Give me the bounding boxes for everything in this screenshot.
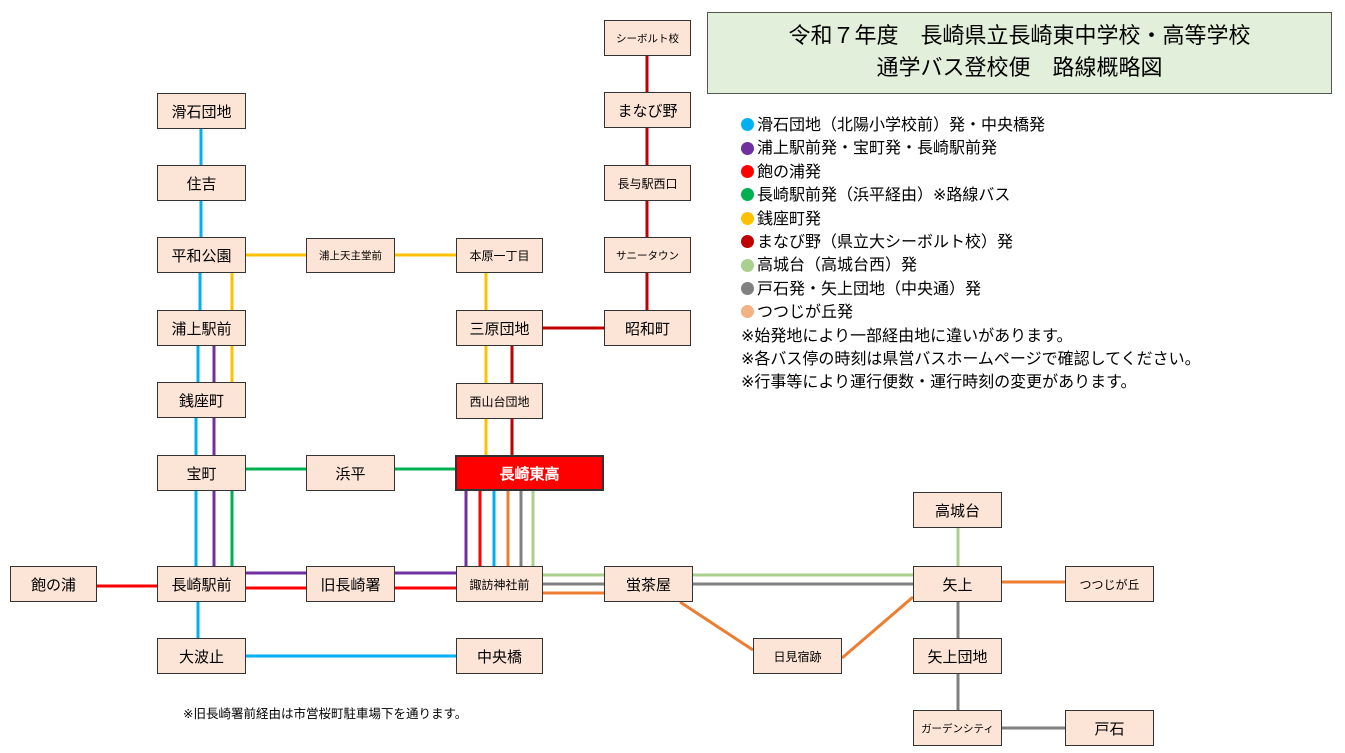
legend-item: 飽の浦発 [741, 160, 1201, 183]
legend-item: つつじが丘発 [741, 300, 1201, 323]
legend-dot-icon [741, 305, 754, 319]
footnote: ※旧長崎署前経由は市営桜町駐車場下を通ります。 [183, 706, 468, 721]
stop-siebold-ko: シーボルト校 [604, 20, 691, 56]
stop-suwa-jinja-mae: 諏訪神社前 [456, 566, 543, 602]
stop-toishi: 戸石 [1065, 710, 1154, 746]
note-line: ※各バス停の時刻は県営バスホームページで確認してください。 [741, 349, 1201, 369]
stop-kyu-nagasaki-sho: 旧長崎署 [306, 566, 395, 602]
legend-label: 浦上駅前発・宝町発・長崎駅前発 [757, 138, 998, 158]
stop-takaramachi: 宝町 [157, 455, 246, 491]
stop-zenzamachi: 銭座町 [157, 382, 246, 418]
legend-item: 滑石団地（北陽小学校前）発・中央橋発 [741, 113, 1201, 136]
legend-label: まなび野（県立大シーボルト校）発 [757, 232, 1014, 252]
stop-ohato: 大波止 [157, 638, 246, 674]
stop-tsutsujigaoka: つつじが丘 [1065, 566, 1154, 602]
legend-label: つつじが丘発 [757, 302, 854, 322]
legend-dot-icon [741, 165, 754, 179]
stop-sunny-town: サニータウン [604, 237, 691, 273]
legend-item: 銭座町発 [741, 207, 1201, 230]
stop-yagami-danchi: 矢上団地 [913, 638, 1002, 674]
legend: 滑石団地（北陽小学校前）発・中央橋発 浦上駅前発・宝町発・長崎駅前発 飽の浦発 … [741, 113, 1201, 394]
stop-koujoudai: 高城台 [913, 492, 1002, 528]
stop-urakami-ekimae: 浦上駅前 [157, 310, 246, 346]
legend-dot-icon [741, 282, 754, 296]
stop-showamachi: 昭和町 [604, 310, 691, 346]
legend-dot-icon [741, 235, 754, 249]
stop-yagami: 矢上 [913, 566, 1002, 602]
legend-label: 滑石団地（北陽小学校前）発・中央橋発 [757, 115, 1046, 134]
legend-dot-icon [741, 141, 754, 155]
title-line-1: 令和７年度 長崎県立長崎東中学校・高等学校 [788, 24, 1251, 50]
stop-urakami-tenshudo: 浦上天主堂前 [306, 238, 395, 273]
route-segment-orange_line [679, 600, 754, 652]
stop-akunoura: 飽の浦 [10, 566, 97, 602]
legend-item: 浦上駅前発・宝町発・長崎駅前発 [741, 136, 1201, 159]
stop-hamahira: 浜平 [306, 455, 395, 491]
note-line: ※始発地により一部経由地に違いがあります。 [741, 325, 1073, 345]
legend-dot-icon [741, 188, 754, 202]
legend-item: 長崎駅前発（浜平経由）※路線バス [741, 183, 1201, 206]
stop-chuobashi: 中央橋 [456, 638, 543, 674]
legend-label: 高城台（高城台西）発 [757, 255, 918, 275]
stop-heiwa-koen: 平和公園 [157, 237, 246, 273]
legend-item: 高城台（高城台西）発 [741, 253, 1201, 276]
legend-dot-icon [741, 211, 754, 225]
stop-hotarujaya: 蛍茶屋 [604, 566, 693, 602]
legend-item: まなび野（県立大シーボルト校）発 [741, 230, 1201, 253]
stop-garden-city: ガーデンシティ [913, 710, 1002, 746]
stop-nagasaki-ekimae: 長崎駅前 [157, 566, 246, 602]
stop-motohara: 本原一丁目 [456, 238, 543, 273]
stop-manabino: まなび野 [604, 92, 691, 128]
legend-label: 飽の浦発 [757, 161, 822, 181]
legend-item: 戸石発・矢上団地（中央通）発 [741, 277, 1201, 300]
stop-namerishi: 滑石団地 [157, 93, 246, 129]
legend-label: 銭座町発 [757, 208, 822, 228]
map-title: 令和７年度 長崎県立長崎東中学校・高等学校 通学バス登校便 路線概略図 [707, 12, 1332, 94]
stop-nagasaki-higashi-high: 長崎東高 [455, 455, 604, 491]
stop-mihara-danchi: 三原団地 [456, 310, 543, 346]
note-line: ※行事等により運行便数・運行時刻の変更があります。 [741, 372, 1137, 392]
legend-label: 長崎駅前発（浜平経由）※路線バス [757, 185, 1011, 205]
route-segment-orange_line [841, 595, 914, 660]
stop-himi-shukuato: 日見宿跡 [753, 638, 842, 674]
stop-nagayo-eki-nishiguchi: 長与駅西口 [604, 165, 691, 201]
legend-label: 戸石発・矢上団地（中央通）発 [757, 278, 982, 298]
title-line-2: 通学バス登校便 路線概略図 [876, 56, 1163, 81]
legend-dot-icon [741, 118, 754, 132]
stop-sumiyoshi: 住吉 [157, 165, 246, 201]
legend-dot-icon [741, 258, 754, 272]
stop-nishiyamadai-danchi: 西山台団地 [456, 383, 543, 419]
